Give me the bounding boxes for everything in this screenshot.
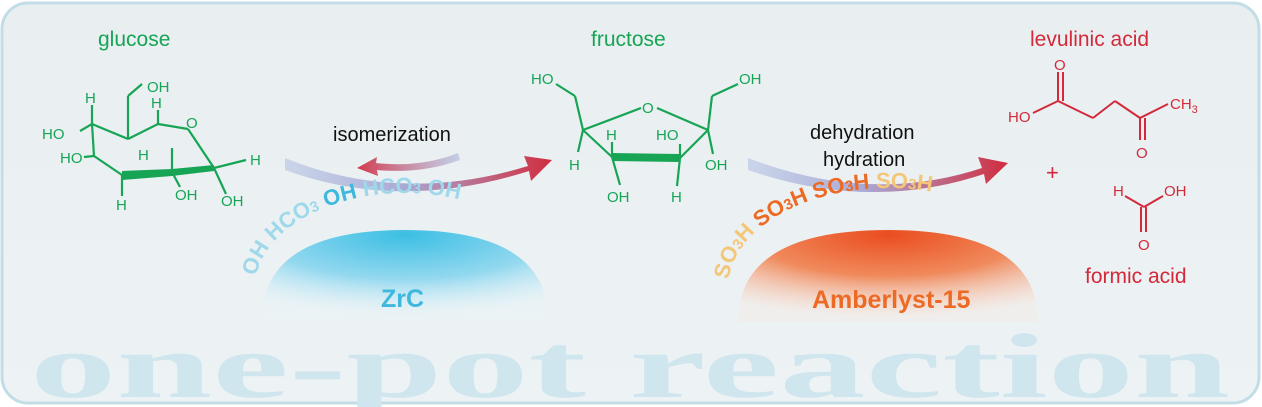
dehydration-label: dehydration (810, 122, 915, 144)
levulinic-atom-o: O (1136, 145, 1148, 162)
amberlyst-dome (738, 230, 1038, 322)
amberlyst-catalyst: Amberlyst-15 SO3H SO3H SO3H SO3H (709, 168, 1038, 322)
formic-acid-label: formic acid (1085, 265, 1187, 288)
forward-arrow (285, 156, 552, 192)
glucose-label: glucose (98, 28, 170, 51)
fructose-atom-h: H (606, 127, 617, 144)
watermark: one-pot reaction (30, 315, 1230, 407)
fructose-molecule: fructose HO O OH H HO H OH OH H (531, 28, 762, 206)
levulinic-atom-ch3: CH3 (1170, 96, 1198, 116)
levulinic-atom-o: O (1054, 57, 1066, 74)
formic-atom-oh: OH (1164, 183, 1187, 200)
levulinic-acid-molecule: levulinic acid O HO CH3 O + (1008, 28, 1198, 185)
isomerization-label: isomerization (333, 124, 451, 146)
fructose-atom-h: H (671, 189, 682, 206)
glucose-atom-h: H (151, 95, 162, 112)
glucose-atom-oh: OH (147, 79, 170, 96)
formic-atom-h: H (1113, 183, 1124, 200)
isomerization-arrows: isomerization (285, 124, 552, 192)
glucose-atom-oh: OH (221, 193, 244, 210)
dehydration-arrow-group: dehydration hydration (748, 122, 1008, 193)
fructose-atom-ho: HO (531, 71, 554, 88)
reverse-arrow (357, 153, 460, 176)
glucose-atom-h: H (250, 152, 261, 169)
amberlyst-surface-groups: SO3H SO3H SO3H SO3H (709, 168, 935, 281)
glucose-atom-ho: HO (60, 150, 83, 167)
amberlyst-label: Amberlyst-15 (812, 286, 970, 314)
levulinic-atom-ho: HO (1008, 109, 1031, 126)
zrc-dome (262, 230, 548, 320)
fructose-atom-oh: OH (739, 71, 762, 88)
glucose-atom-h: H (85, 90, 96, 107)
fructose-atom-oh: OH (705, 157, 728, 174)
fructose-atom-ho: HO (656, 127, 679, 144)
glucose-atom-h: H (138, 147, 149, 164)
zrc-label: ZrC (381, 285, 424, 313)
glucose-atom-h: H (116, 197, 127, 214)
glucose-ring-o: O (186, 115, 198, 132)
fructose-atom-h: H (569, 157, 580, 174)
fructose-label: fructose (591, 28, 666, 51)
glucose-molecule: glucose OH H HO H O HO H OH H (42, 28, 261, 214)
fructose-atom-oh: OH (607, 189, 630, 206)
glucose-atom-ho: HO (42, 126, 65, 143)
dehydration-arrow (748, 157, 1008, 193)
fructose-ring-o: O (642, 100, 654, 117)
glucose-atom-oh: OH (175, 187, 198, 204)
formic-atom-o: O (1138, 237, 1150, 254)
levulinic-acid-label: levulinic acid (1030, 28, 1149, 51)
formic-acid-molecule: H OH O formic acid (1085, 183, 1187, 288)
hydration-label: hydration (823, 149, 905, 171)
plus-sign: + (1046, 160, 1059, 185)
